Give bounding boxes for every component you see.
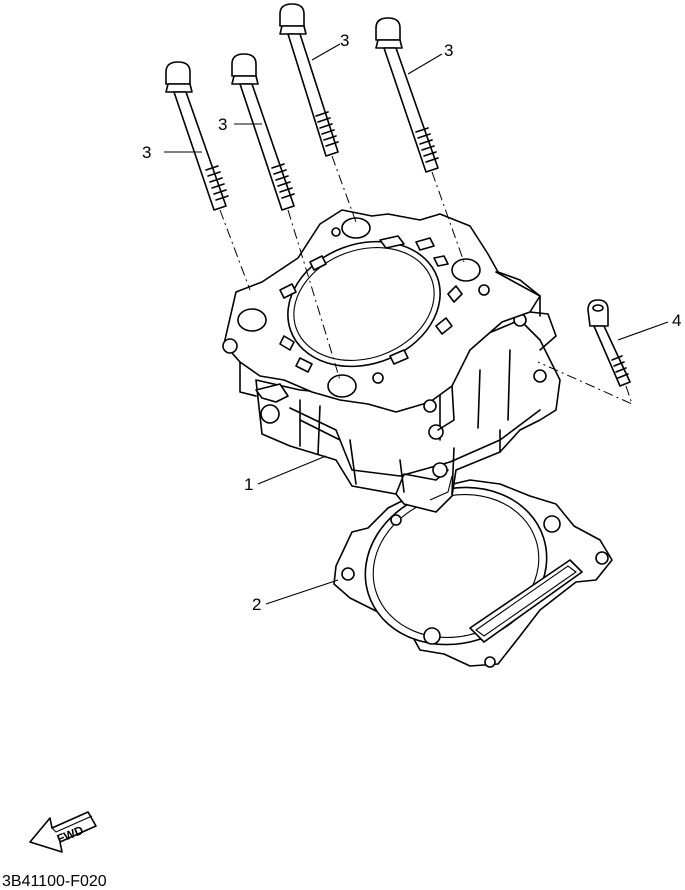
cylinder-base-gasket (333, 479, 613, 668)
long-bolt-right (375, 17, 465, 263)
drawing-code: 3B41100-F020 (2, 873, 107, 890)
long-bolt-inner-left (231, 53, 341, 381)
callout-leaders (164, 43, 669, 605)
long-bolt-inner-right (279, 3, 357, 223)
callout-short-bolt: 4 (672, 311, 681, 330)
callout-long-bolt-2: 3 (218, 115, 227, 134)
cylinder-block (222, 209, 561, 513)
callout-cylinder: 1 (244, 475, 253, 494)
long-bolt-left (165, 61, 251, 291)
short-bolt (537, 299, 633, 405)
callout-long-bolt-4: 3 (444, 41, 453, 60)
callout-gasket: 2 (252, 595, 261, 614)
callout-long-bolt-1: 3 (142, 143, 151, 162)
callout-long-bolt-3: 3 (340, 31, 349, 50)
forward-direction-arrow-icon: FWD (29, 811, 97, 853)
